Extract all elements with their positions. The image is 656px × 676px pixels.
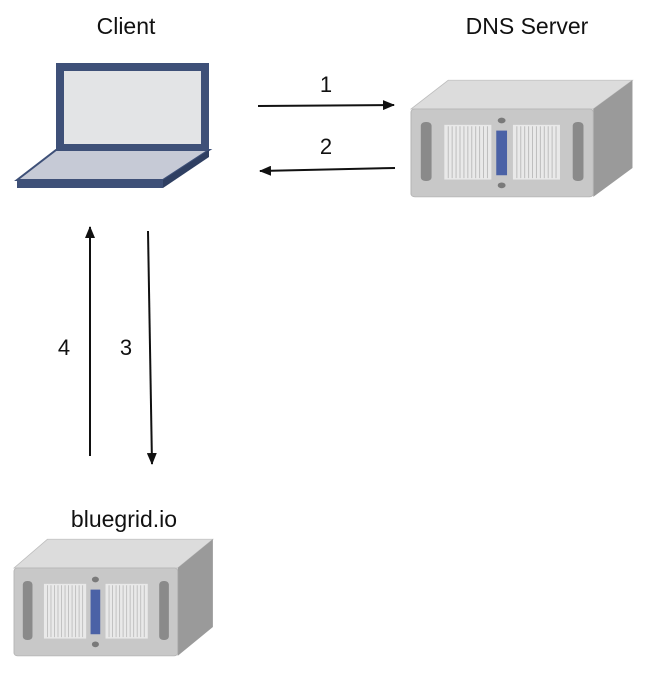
laptop-icon [14, 63, 213, 188]
client-label: Client [97, 13, 156, 39]
step-3-label: 3 [120, 335, 132, 360]
bluegrid-label: bluegrid.io [71, 506, 177, 532]
dns-server-icon [410, 79, 633, 198]
bluegrid-server-icon [13, 538, 214, 657]
arrow-step-3 [146, 230, 157, 465]
arrow-step-2 [259, 165, 396, 176]
dns-server-label: DNS Server [466, 13, 589, 39]
arrow-step-1 [257, 100, 395, 111]
step-1-label: 1 [320, 72, 332, 97]
step-4-label: 4 [58, 335, 70, 360]
step-2-label: 2 [320, 134, 332, 159]
